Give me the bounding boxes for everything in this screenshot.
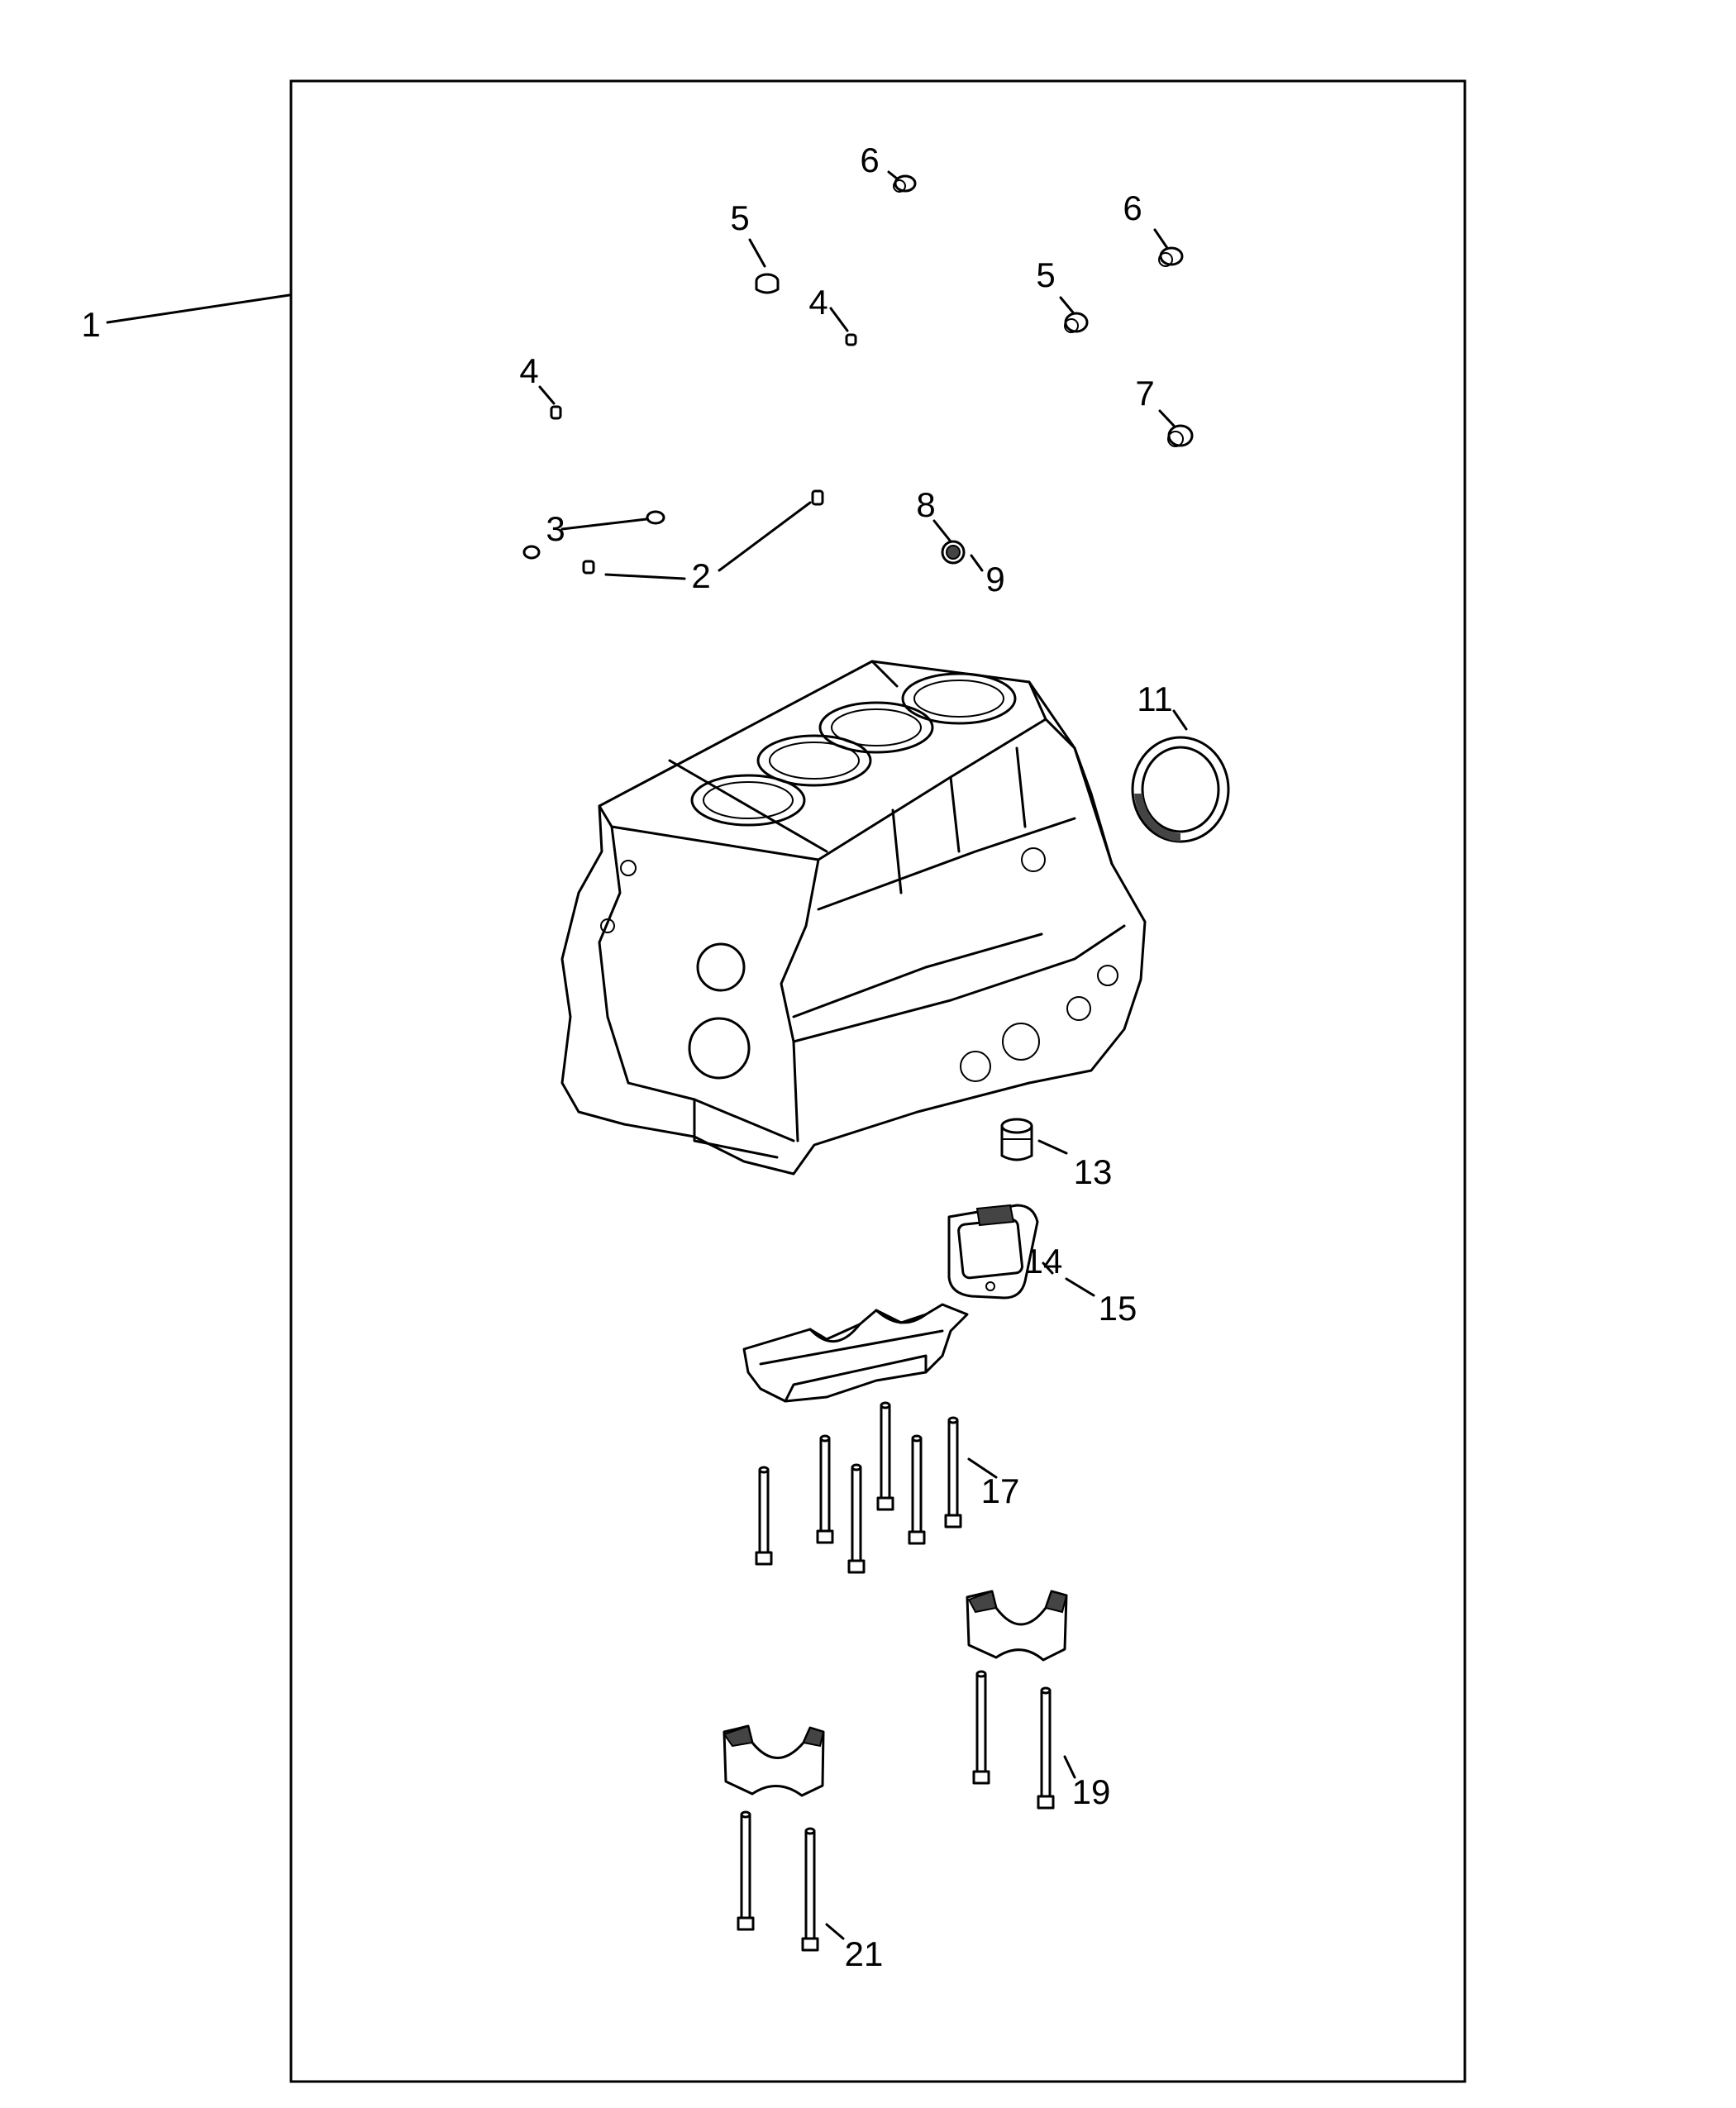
callout-6b: 6 [1123,188,1142,227]
dowel-3 [522,510,665,560]
callout-19: 19 [1072,1772,1111,1811]
callout-3: 3 [546,509,565,548]
pin-4b [845,333,857,346]
bedplate [742,1303,969,1403]
dowel-2 [582,489,824,575]
leader-lines [106,170,1188,1940]
callout-1: 1 [81,305,100,344]
pin-4a [550,405,562,420]
plug-7 [1167,424,1194,447]
callout-7: 7 [1135,374,1154,413]
callout-2: 2 [691,556,710,595]
callout-15: 15 [1099,1289,1137,1328]
callout-5a: 5 [730,198,749,237]
plug-5a [755,273,780,294]
bolts-21 [737,1810,819,1952]
bolts-19 [972,1670,1055,1810]
callout-labels: 1 2 3 4 4 5 5 6 6 7 8 9 11 13 14 15 17 1… [81,141,1172,1973]
dowel-sleeve [1000,1118,1033,1161]
callout-6a: 6 [860,141,879,179]
callout-8: 8 [916,485,935,524]
cylinder-bore-4 [901,672,1017,725]
cylinder-bore-3 [818,701,934,754]
plug-5b [1064,312,1089,333]
callout-13: 13 [1074,1152,1113,1191]
callout-17: 17 [981,1471,1020,1510]
plug-8-9 [941,540,966,565]
callout-4b: 4 [808,283,827,322]
rear-main-seal [1131,736,1230,843]
bolts-17 [755,1401,962,1574]
cylinder-bore-1 [690,774,806,827]
assembly-frame [289,79,1467,2083]
callout-4a: 4 [519,351,538,390]
callout-9: 9 [985,560,1004,599]
callout-21: 21 [845,1934,884,1973]
small-fasteners [522,174,1194,575]
engine-block [560,660,1147,1176]
plug-6a [893,174,917,193]
gasket-cover [947,1204,1039,1300]
callout-5b: 5 [1036,255,1055,294]
cylinder-bore-2 [756,734,872,787]
bearing-cap-20 [723,1724,825,1797]
bearing-cap-18 [966,1590,1068,1662]
plug-6b [1158,246,1184,267]
callout-11: 11 [1137,680,1173,718]
